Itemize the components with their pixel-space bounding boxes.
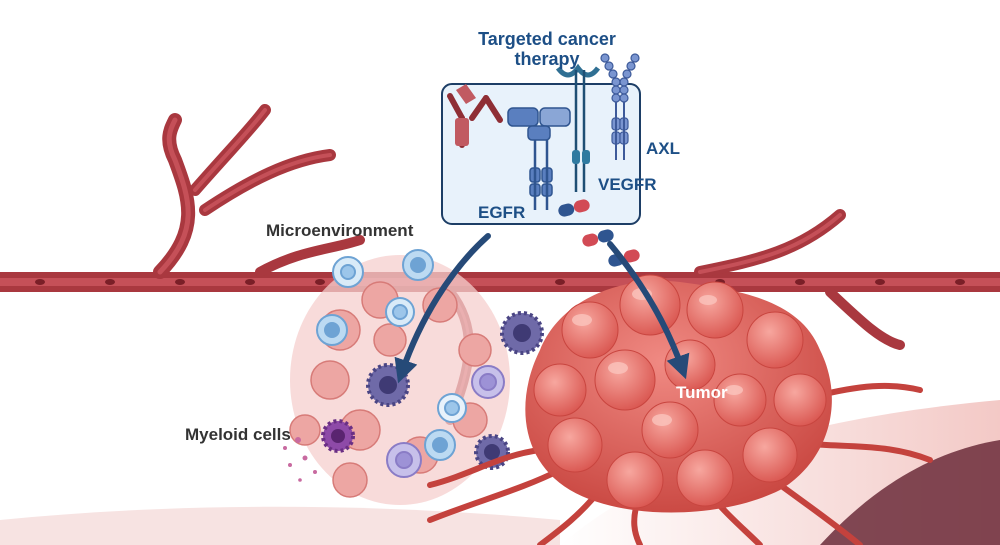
vegfr-receptor	[555, 63, 601, 192]
receptor-panel	[441, 53, 641, 225]
vegfr-label: VEGFR	[598, 175, 657, 194]
therapy-title-line1: Targeted cancer	[478, 29, 616, 49]
microenvironment-label: Microenvironment	[266, 221, 414, 240]
therapy-arrows	[394, 233, 690, 384]
egfr-label: EGFR	[478, 203, 526, 222]
arrow-to-microenvironment	[394, 233, 491, 384]
tumor-mass	[427, 274, 933, 545]
myeloid-cells	[283, 311, 544, 482]
therapy-title-line2: therapy	[514, 48, 580, 69]
therapy-title: Targeted cancer therapy	[462, 29, 632, 70]
arrow-to-tumor	[607, 241, 690, 380]
blood-vessel-main	[0, 272, 1000, 292]
axl-label: AXL	[646, 139, 680, 158]
myeloid-cells-label: Myeloid cells	[185, 425, 291, 444]
tumor-label: Tumor	[676, 383, 728, 402]
